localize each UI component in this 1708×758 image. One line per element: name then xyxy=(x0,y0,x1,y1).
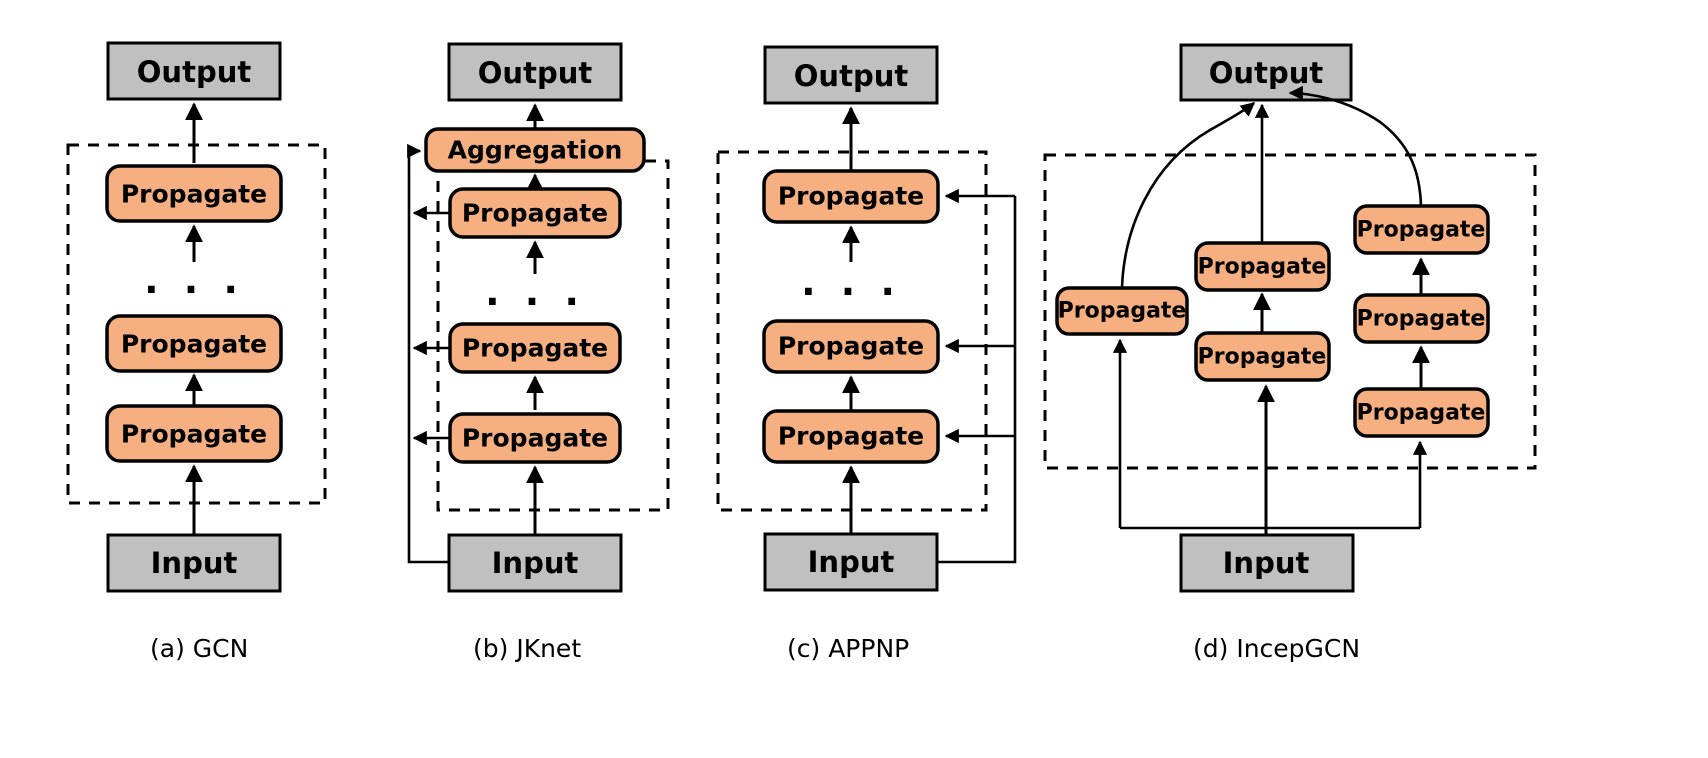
gcn-propagate-2: Propagate xyxy=(105,314,283,373)
appnp-propagate-3: Propagate xyxy=(762,169,940,224)
incepgcn-branch3-propagate-2-label: Propagate xyxy=(1357,307,1486,332)
gcn-dashed-region xyxy=(66,143,327,505)
gcn-output-label: Output xyxy=(137,55,252,89)
incepgcn-branch3-propagate-3-label: Propagate xyxy=(1357,218,1486,243)
gcn-output-box: Output xyxy=(106,41,282,101)
incepgcn-branch3-propagate-1-label: Propagate xyxy=(1357,401,1486,426)
appnp-input-label: Input xyxy=(808,545,895,579)
appnp-propagate-3-label: Propagate xyxy=(778,182,924,211)
incepgcn-branch1-propagate-1: Propagate xyxy=(1055,286,1189,336)
gcn-propagate-2-label: Propagate xyxy=(121,330,267,359)
incepgcn-input-label: Input xyxy=(1223,546,1310,580)
jknet-output-label: Output xyxy=(478,56,593,90)
jknet-aggregation: Aggregation xyxy=(424,127,646,173)
caption-gcn: (a) GCN xyxy=(150,634,249,663)
jknet-propagate-2-label: Propagate xyxy=(462,334,608,363)
gcn-propagate-3-label: Propagate xyxy=(121,180,267,209)
incepgcn-branch2-propagate-1-label: Propagate xyxy=(1198,345,1327,370)
incepgcn-branch3-propagate-3: Propagate xyxy=(1353,204,1490,255)
jknet-input-label: Input xyxy=(492,546,579,580)
incepgcn-branch3-propagate-2: Propagate xyxy=(1353,293,1490,344)
jknet-propagate-1-label: Propagate xyxy=(462,424,608,453)
appnp-input-box: Input xyxy=(763,532,939,592)
jknet-aggregation-label: Aggregation xyxy=(448,136,623,165)
panel-incepgcn: Output Propagate Propagate Propagate Pro… xyxy=(1043,43,1537,593)
gcn-input-label: Input xyxy=(151,546,238,580)
appnp-teleport-bus xyxy=(937,196,1017,564)
caption-incepgcn: (d) IncepGCN xyxy=(1193,634,1361,663)
incepgcn-branch3-propagate-1: Propagate xyxy=(1353,387,1490,438)
incepgcn-branch2-propagate-2-label: Propagate xyxy=(1198,255,1327,280)
gcn-propagate-3: Propagate xyxy=(105,164,283,223)
appnp-output-box: Output xyxy=(763,45,939,105)
gcn-ellipsis: . . . xyxy=(144,258,244,302)
incepgcn-branch1-to-output xyxy=(1120,101,1256,289)
caption-jknet: (b) JKnet xyxy=(473,634,582,663)
gcn-input-box: Input xyxy=(106,533,282,593)
appnp-ellipsis: . . . xyxy=(801,260,901,304)
jknet-propagate-3: Propagate xyxy=(448,187,622,239)
incepgcn-input-box: Input xyxy=(1179,533,1355,593)
incepgcn-branch2-propagate-1: Propagate xyxy=(1194,331,1331,382)
incepgcn-dashed-region xyxy=(1043,153,1537,470)
panel-appnp: Output Propagate . . . Propagate Propaga… xyxy=(716,45,1017,592)
jknet-ellipsis: . . . xyxy=(485,270,585,314)
incepgcn-branch2-propagate-2: Propagate xyxy=(1194,241,1331,292)
jknet-propagate-3-label: Propagate xyxy=(462,199,608,228)
appnp-propagate-2-label: Propagate xyxy=(778,332,924,361)
incepgcn-branch1-propagate-1-label: Propagate xyxy=(1058,299,1187,324)
incepgcn-output-label: Output xyxy=(1209,56,1324,90)
caption-appnp: (c) APPNP xyxy=(787,634,910,663)
appnp-propagate-1: Propagate xyxy=(762,409,940,464)
incepgcn-output-box: Output xyxy=(1179,43,1353,102)
incepgcn-branch3-to-output xyxy=(1288,85,1423,207)
jknet-propagate-1: Propagate xyxy=(448,412,622,464)
appnp-output-label: Output xyxy=(794,59,909,93)
panel-gcn: Output Propagate . . . Propagate Propaga… xyxy=(66,41,327,593)
appnp-propagate-1-label: Propagate xyxy=(778,422,924,451)
gcn-propagate-1-label: Propagate xyxy=(121,420,267,449)
jknet-propagate-2: Propagate xyxy=(448,322,622,374)
panel-jknet: Output Aggregation Propagate . . . Propa… xyxy=(407,42,670,593)
jknet-output-box: Output xyxy=(447,42,623,102)
jknet-input-box: Input xyxy=(447,533,623,593)
gcn-propagate-1: Propagate xyxy=(105,404,283,463)
appnp-propagate-2: Propagate xyxy=(762,319,940,374)
